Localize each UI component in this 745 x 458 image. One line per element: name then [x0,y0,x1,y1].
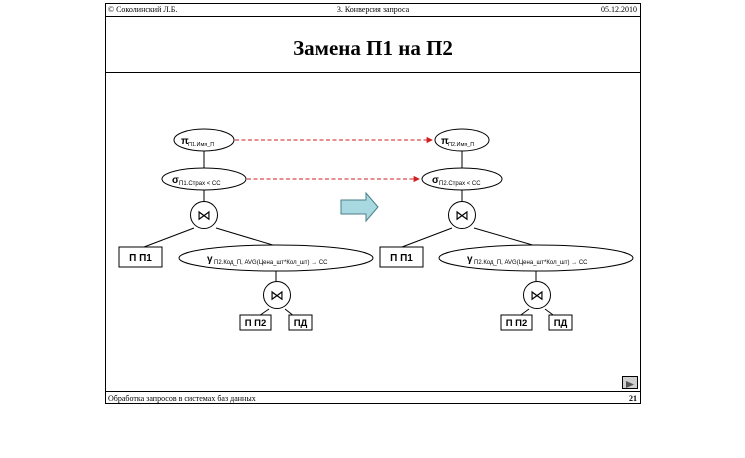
slide: © Соколинский Л.Б. 3. Конверсия запроса … [105,3,641,404]
right-query-tree: π П2.Имя_П σ П2.Страх < СС ⋈ П П1 γ П2.К… [379,128,634,331]
header-divider [106,16,640,17]
relation-box-p2-left [239,314,272,331]
relation-box-p2-right [500,314,533,331]
header-section: 3. Конверсия запроса [336,5,410,14]
edge-join-p1-right [401,227,453,248]
join-symbol-left: ⋈ [197,207,211,223]
selection-label-right: П2.Страх < СС [439,181,481,187]
grouping-symbol-right: γ [467,254,473,265]
footer-course: Обработка запросов в системах баз данных [108,394,256,403]
relation-label-p2-left: П П2 [245,318,267,329]
edge-join-gamma-left [215,227,277,247]
grouping-node-right [438,244,634,272]
slide-title: Замена П1 на П2 [293,36,453,60]
join-symbol-inner-left: ⋈ [270,287,284,303]
join-node-inner-left [263,281,291,309]
left-query-tree: π П1.Имя_П σ П1.Страх < СС ⋈ П П1 γ П2.К… [118,128,374,331]
projection-node-right [434,128,490,152]
projection-node-left [173,128,235,152]
selection-symbol-left: σ [172,175,179,186]
relation-box-pd-right [548,314,573,331]
selection-node-left [161,167,247,191]
transformation-arrow-icon [340,191,379,223]
header-author: © Соколинский Л.Б. [108,5,178,14]
projection-label-right: П2.Имя_П [448,142,474,148]
edge-join-gamma-right [473,227,537,247]
grouping-symbol-left: γ [207,254,213,265]
join-symbol-right: ⋈ [455,207,469,223]
selection-node-right [421,167,503,191]
projection-symbol-left: π [181,136,189,147]
relation-label-p1-right: П П1 [390,253,413,264]
footer-divider [106,391,640,392]
query-tree-diagram: π П1.Имя_П σ П1.Страх < СС ⋈ П П1 γ П2.К… [118,128,634,331]
selection-symbol-right: σ [432,175,439,186]
join-node-left [190,201,218,229]
grouping-label-right: П2.Код_П, AVG(Цена_шт*Кол_шт) → СС [474,260,588,266]
projection-label-left: П1.Имя_П [188,142,214,148]
relation-label-pd-right: ПД [554,318,568,329]
relation-box-p1-left [118,246,163,268]
relation-box-pd-left [288,314,313,331]
relation-box-p1-right [379,246,424,268]
relation-label-p2-right: П П2 [506,318,528,329]
title-divider [106,72,640,73]
header-date: 05.12.2010 [601,5,637,14]
edge-join-p1-left [143,227,195,248]
next-slide-icon[interactable] [622,376,638,389]
grouping-label-left: П2.Код_П, AVG(Цена_шт*Кол_шт) → СС [214,260,328,266]
selection-label-left: П1.Страх < СС [179,181,221,187]
relation-label-pd-left: ПД [294,318,308,329]
projection-symbol-right: π [441,136,449,147]
join-node-inner-right [523,281,551,309]
relation-label-p1-left: П П1 [129,253,152,264]
footer-page-number: 21 [629,394,637,403]
grouping-node-left [178,244,374,272]
join-node-right [448,201,476,229]
join-symbol-inner-right: ⋈ [530,287,544,303]
